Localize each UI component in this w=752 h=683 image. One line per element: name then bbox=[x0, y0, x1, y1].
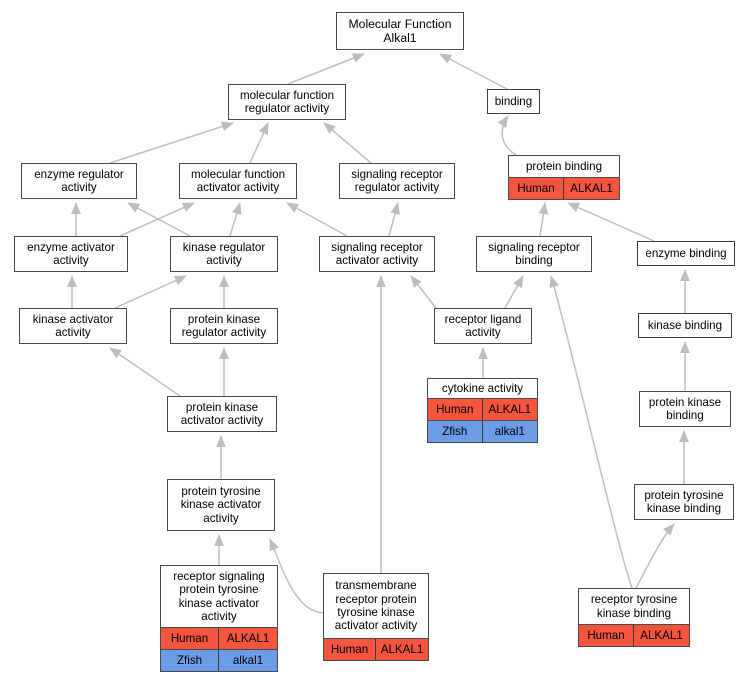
annotation-row-receptor-signaling-ptk-activator-human[interactable]: Human ALKAL1 bbox=[161, 627, 277, 649]
go-node-label-receptor-tyrosine-kinase-binding: receptor tyrosine kinase binding bbox=[579, 589, 689, 624]
go-node-transmembrane-rptk-activator[interactable]: transmembrane receptor protein tyrosine … bbox=[323, 573, 429, 661]
go-node-receptor-signaling-ptk-activator[interactable]: receptor signaling protein tyrosine kina… bbox=[160, 565, 278, 672]
go-node-label-transmembrane-rptk-activator: transmembrane receptor protein tyrosine … bbox=[324, 574, 428, 638]
go-node-mol-func-regulator[interactable]: molecular function regulator activity bbox=[228, 84, 346, 120]
edge-signaling-receptor-activator-to-signaling-receptor-regulator bbox=[388, 202, 400, 237]
go-node-label-protein-tyrosine-kinase-activator: protein tyrosine kinase activator activi… bbox=[168, 480, 274, 530]
go-node-enzyme-regulator[interactable]: enzyme regulator activity bbox=[21, 163, 137, 199]
go-node-label-cytokine-activity: cytokine activity bbox=[428, 379, 537, 398]
go-node-protein-tyrosine-kinase-activator[interactable]: protein tyrosine kinase activator activi… bbox=[167, 479, 275, 531]
edge-binding-to-root bbox=[439, 53, 508, 90]
annotation-gene-transmembrane-rptk-activator-0: ALKAL1 bbox=[380, 643, 424, 656]
annotation-row-receptor-tyrosine-kinase-binding-human[interactable]: Human ALKAL1 bbox=[579, 624, 689, 646]
go-node-enzyme-binding[interactable]: enzyme binding bbox=[637, 241, 735, 266]
go-node-label-protein-kinase-regulator: protein kinase regulator activity bbox=[171, 309, 277, 343]
edge-kinase-activator-to-kinase-regulator bbox=[114, 275, 187, 309]
annotation-row-protein-binding-human[interactable]: Human ALKAL1 bbox=[509, 177, 619, 199]
edge-receptor-ligand-to-signaling-receptor-activator bbox=[410, 275, 437, 309]
annotation-species-receptor-signaling-ptk-activator-1: Zfish bbox=[161, 650, 219, 671]
edges-group bbox=[67, 53, 690, 614]
go-node-label-protein-kinase-binding: protein kinase binding bbox=[640, 392, 730, 426]
edge-signaling-receptor-regulator-to-mol-func-regulator bbox=[323, 122, 372, 164]
go-node-label-receptor-signaling-ptk-activator: receptor signaling protein tyrosine kina… bbox=[161, 566, 277, 627]
go-node-receptor-ligand[interactable]: receptor ligand activity bbox=[434, 308, 532, 344]
edge-kinase-regulator-to-enzyme-regulator bbox=[127, 202, 191, 237]
go-node-kinase-activator[interactable]: kinase activator activity bbox=[19, 308, 127, 344]
go-node-binding[interactable]: binding bbox=[487, 89, 540, 114]
annotation-gene-receptor-tyrosine-kinase-binding-0: ALKAL1 bbox=[640, 629, 683, 642]
go-node-label-enzyme-binding: enzyme binding bbox=[638, 242, 734, 265]
go-node-label-kinase-regulator: kinase regulator activity bbox=[171, 237, 277, 271]
go-node-label-kinase-activator: kinase activator activity bbox=[20, 309, 126, 343]
go-node-label-protein-kinase-activator: protein kinase activator activity bbox=[168, 397, 276, 431]
annotation-species-receptor-signaling-ptk-activator-0: Human bbox=[161, 628, 219, 649]
go-node-label-enzyme-activator: enzyme activator activity bbox=[15, 237, 127, 271]
edge-enzyme-regulator-to-mol-func-regulator bbox=[109, 121, 234, 164]
go-node-label-signaling-receptor-binding: signaling receptor binding bbox=[477, 237, 591, 271]
go-node-label-signaling-receptor-regulator: signaling receptor regulator activity bbox=[340, 164, 454, 198]
annotation-row-cytokine-activity-human[interactable]: Human ALKAL1 bbox=[428, 398, 537, 420]
go-node-signaling-receptor-activator[interactable]: signaling receptor activator activity bbox=[319, 236, 435, 272]
annotation-gene-cytokine-activity-0: ALKAL1 bbox=[488, 403, 532, 416]
edge-enzyme-activator-to-mol-func-activator bbox=[119, 202, 195, 237]
annotation-species-protein-binding-0: Human bbox=[509, 178, 564, 199]
go-node-protein-kinase-binding[interactable]: protein kinase binding bbox=[639, 391, 731, 427]
edge-mol-func-activator-to-mol-func-regulator bbox=[249, 122, 269, 164]
go-node-mol-func-activator[interactable]: molecular function activator activity bbox=[179, 163, 297, 199]
go-node-enzyme-activator[interactable]: enzyme activator activity bbox=[14, 236, 128, 272]
edge-receptor-tyrosine-kinase-binding-to-protein-tyrosine-kinase-binding bbox=[635, 523, 675, 589]
go-node-protein-kinase-regulator[interactable]: protein kinase regulator activity bbox=[170, 308, 278, 344]
edge-signaling-receptor-activator-to-mol-func-activator bbox=[286, 202, 348, 237]
annotation-gene-receptor-signaling-ptk-activator-0: ALKAL1 bbox=[226, 632, 270, 645]
go-node-label-signaling-receptor-activator: signaling receptor activator activity bbox=[320, 237, 434, 271]
annotation-gene-cytokine-activity-1: alkal1 bbox=[494, 425, 525, 438]
go-node-kinase-binding[interactable]: kinase binding bbox=[638, 313, 732, 338]
annotation-species-receptor-tyrosine-kinase-binding-0: Human bbox=[579, 625, 634, 646]
go-node-label-protein-tyrosine-kinase-binding: protein tyrosine kinase binding bbox=[635, 485, 733, 519]
annotation-gene-protein-binding-0: ALKAL1 bbox=[570, 182, 613, 195]
annotation-species-cytokine-activity-1: Zfish bbox=[428, 421, 483, 442]
go-node-label-receptor-ligand: receptor ligand activity bbox=[435, 309, 531, 343]
go-node-label-root: Molecular Function Alkal1 bbox=[337, 13, 463, 49]
go-node-label-binding: binding bbox=[488, 90, 539, 113]
go-node-label-protein-binding: protein binding bbox=[509, 156, 619, 177]
edge-kinase-regulator-to-mol-func-activator bbox=[229, 202, 242, 237]
annotation-gene-receptor-signaling-ptk-activator-1: alkal1 bbox=[232, 654, 264, 667]
edge-mol-func-regulator-to-root bbox=[287, 53, 365, 85]
annotation-row-cytokine-activity-zfish[interactable]: Zfish alkal1 bbox=[428, 420, 537, 442]
go-node-label-enzyme-regulator: enzyme regulator activity bbox=[22, 164, 136, 198]
annotation-row-transmembrane-rptk-activator-human[interactable]: Human ALKAL1 bbox=[324, 638, 428, 660]
edge-signaling-receptor-binding-to-protein-binding bbox=[538, 202, 549, 237]
edge-receptor-tyrosine-kinase-binding-to-signaling-receptor-binding bbox=[549, 275, 633, 589]
go-node-signaling-receptor-binding[interactable]: signaling receptor binding bbox=[476, 236, 592, 272]
edge-protein-kinase-activator-to-kinase-activator bbox=[109, 347, 181, 397]
annotation-species-cytokine-activity-0: Human bbox=[428, 399, 483, 420]
annotation-row-receptor-signaling-ptk-activator-zfish[interactable]: Zfish alkal1 bbox=[161, 649, 277, 671]
edge-protein-binding-to-binding bbox=[497, 115, 517, 156]
go-node-label-kinase-binding: kinase binding bbox=[639, 314, 731, 337]
go-node-kinase-regulator[interactable]: kinase regulator activity bbox=[170, 236, 278, 272]
annotation-species-transmembrane-rptk-activator-0: Human bbox=[324, 639, 376, 660]
go-node-protein-tyrosine-kinase-binding[interactable]: protein tyrosine kinase binding bbox=[634, 484, 734, 520]
go-node-root[interactable]: Molecular Function Alkal1 bbox=[336, 12, 464, 50]
go-node-signaling-receptor-regulator[interactable]: signaling receptor regulator activity bbox=[339, 163, 455, 199]
edge-receptor-ligand-to-signaling-receptor-binding bbox=[504, 275, 524, 309]
go-node-label-mol-func-regulator: molecular function regulator activity bbox=[229, 85, 345, 119]
go-node-label-mol-func-activator: molecular function activator activity bbox=[180, 164, 296, 198]
go-node-protein-kinase-activator[interactable]: protein kinase activator activity bbox=[167, 396, 277, 432]
